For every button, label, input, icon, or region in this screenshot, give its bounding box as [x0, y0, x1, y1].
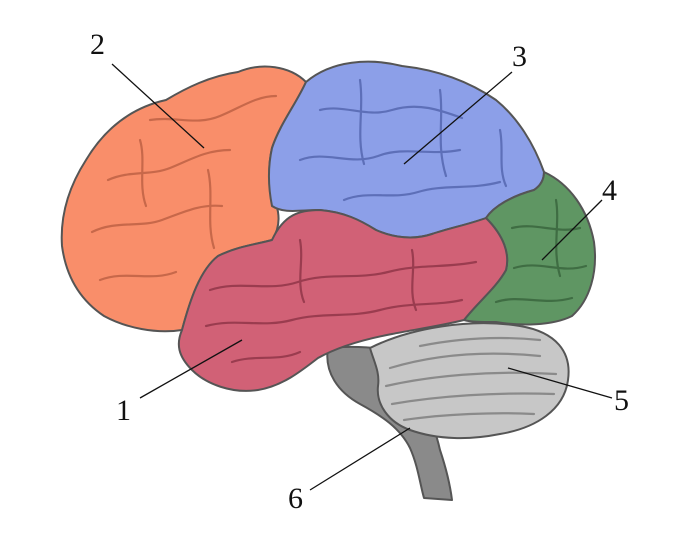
- leader-line-6: [309, 427, 411, 491]
- leader-line-1: [139, 339, 243, 399]
- leader-line-5: [507, 367, 613, 399]
- leader-line-2: [111, 63, 205, 149]
- temporal-lobe: [177, 209, 509, 392]
- label-4: 4: [602, 174, 617, 207]
- label-2: 2: [90, 28, 105, 61]
- label-1: 1: [116, 394, 131, 427]
- label-3: 3: [512, 40, 527, 73]
- label-5: 5: [614, 384, 629, 417]
- cerebellum: [369, 322, 570, 440]
- parietal-sulci: [298, 78, 508, 202]
- cerebellum-folia: [384, 336, 558, 422]
- occipital-lobe: [463, 171, 596, 326]
- temporal-sulci: [204, 238, 478, 364]
- leader-line-3: [403, 71, 513, 165]
- leader-line-4: [541, 199, 603, 261]
- frontal-sulci: [90, 94, 278, 282]
- label-6: 6: [288, 482, 303, 515]
